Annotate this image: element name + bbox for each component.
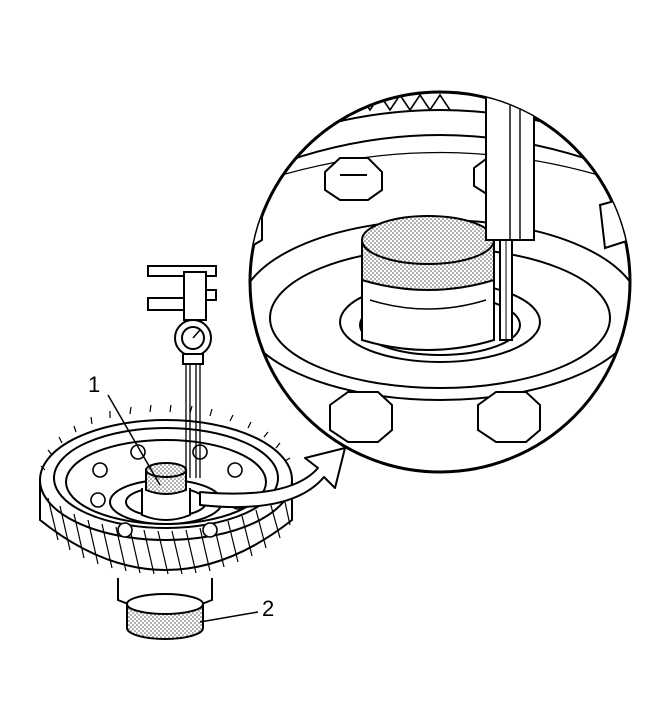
lower-bearing <box>117 578 213 640</box>
differential-assembly <box>39 404 293 640</box>
callout-2-label: 2 <box>262 596 274 621</box>
callout-1: 1 <box>88 372 161 486</box>
side-gear-stack <box>141 462 191 521</box>
callout-2: 2 <box>199 596 274 623</box>
depth-gauge <box>147 265 217 478</box>
magnify-arrow <box>199 447 346 508</box>
callout-1-label: 1 <box>88 372 100 397</box>
magnified-view <box>248 90 632 474</box>
